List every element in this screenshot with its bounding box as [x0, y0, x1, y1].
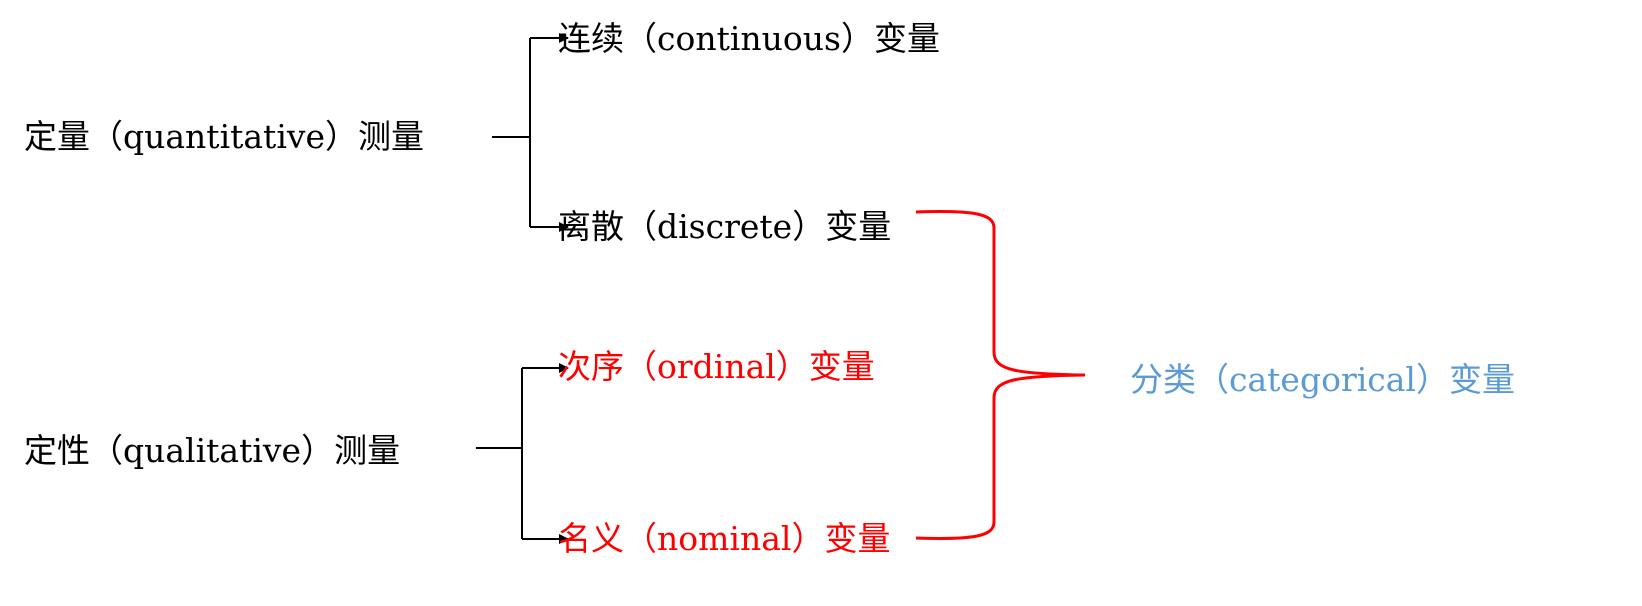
- discrete-variable-label: 离散（discrete）变量: [558, 207, 892, 246]
- categorical-brace: [915, 210, 1086, 540]
- ordinal-variable-label: 次序（ordinal）变量: [558, 347, 875, 386]
- categorical-variable-label: 分类（categorical）变量: [1130, 360, 1515, 399]
- nominal-variable-label: 名义（nominal）变量: [558, 519, 891, 558]
- qualitative-connector: [476, 363, 569, 544]
- quantitative-connector: [492, 33, 569, 232]
- qualitative-measurement-label: 定性（qualitative）测量: [24, 431, 401, 470]
- continuous-variable-label: 连续（continuous）变量: [558, 19, 940, 58]
- quantitative-measurement-label: 定量（quantitative）测量: [24, 117, 425, 156]
